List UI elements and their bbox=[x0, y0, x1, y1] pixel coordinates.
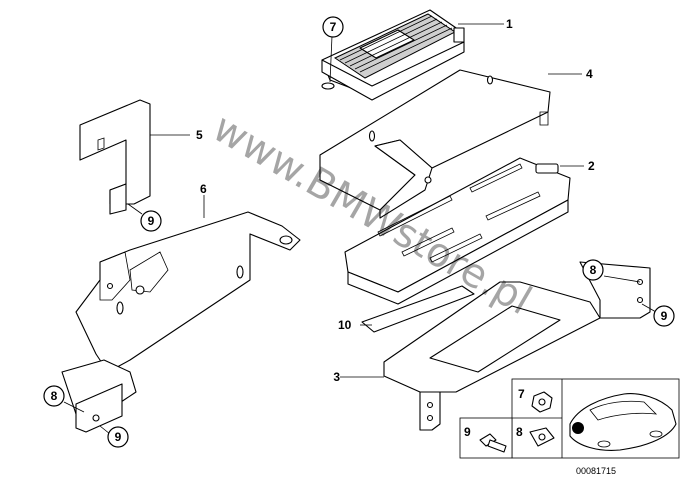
nut-icon bbox=[531, 391, 553, 413]
callout-8-left: 8 bbox=[51, 389, 58, 403]
callout-9-right: 9 bbox=[661, 309, 668, 323]
legend-label-7: 7 bbox=[518, 387, 525, 401]
bracket-part-6[interactable] bbox=[75, 211, 301, 373]
callout-9-mid: 9 bbox=[148, 214, 155, 228]
bracket-part-4[interactable] bbox=[319, 69, 551, 219]
control-unit-part-1[interactable] bbox=[321, 9, 465, 101]
strip-part-10[interactable] bbox=[361, 285, 475, 333]
callout-8-circle-left[interactable]: 8 bbox=[43, 385, 65, 407]
legend-label-8: 8 bbox=[516, 425, 523, 439]
tray-part-2[interactable] bbox=[344, 157, 571, 305]
callout-9-circle-left[interactable]: 9 bbox=[107, 426, 129, 448]
callout-9-left: 9 bbox=[115, 430, 122, 444]
callout-9-circle-right[interactable]: 9 bbox=[653, 305, 675, 327]
callout-3[interactable]: 3 bbox=[333, 370, 340, 384]
callout-1[interactable]: 1 bbox=[506, 17, 513, 31]
callout-5[interactable]: 5 bbox=[196, 128, 203, 142]
callout-8-right: 8 bbox=[590, 263, 597, 277]
callout-9-circle-mid[interactable]: 9 bbox=[140, 210, 162, 232]
callout-10[interactable]: 10 bbox=[338, 318, 352, 332]
callout-4[interactable]: 4 bbox=[586, 67, 593, 81]
clip-nut-icon bbox=[529, 427, 555, 447]
callout-6[interactable]: 6 bbox=[200, 182, 207, 196]
image-number: 00081715 bbox=[576, 466, 616, 476]
bracket-lower-left[interactable] bbox=[61, 359, 137, 433]
bolt-icon bbox=[479, 433, 507, 453]
callout-2[interactable]: 2 bbox=[588, 159, 595, 173]
bracket-part-5[interactable] bbox=[79, 99, 151, 215]
legend-box: 7 9 8 bbox=[459, 378, 680, 459]
legend-label-9: 9 bbox=[464, 425, 471, 439]
car-silhouette-icon bbox=[569, 393, 677, 451]
callout-7: 7 bbox=[330, 20, 337, 34]
callout-7-circle[interactable]: 7 bbox=[322, 16, 344, 38]
callout-8-circle-right[interactable]: 8 bbox=[582, 259, 604, 281]
